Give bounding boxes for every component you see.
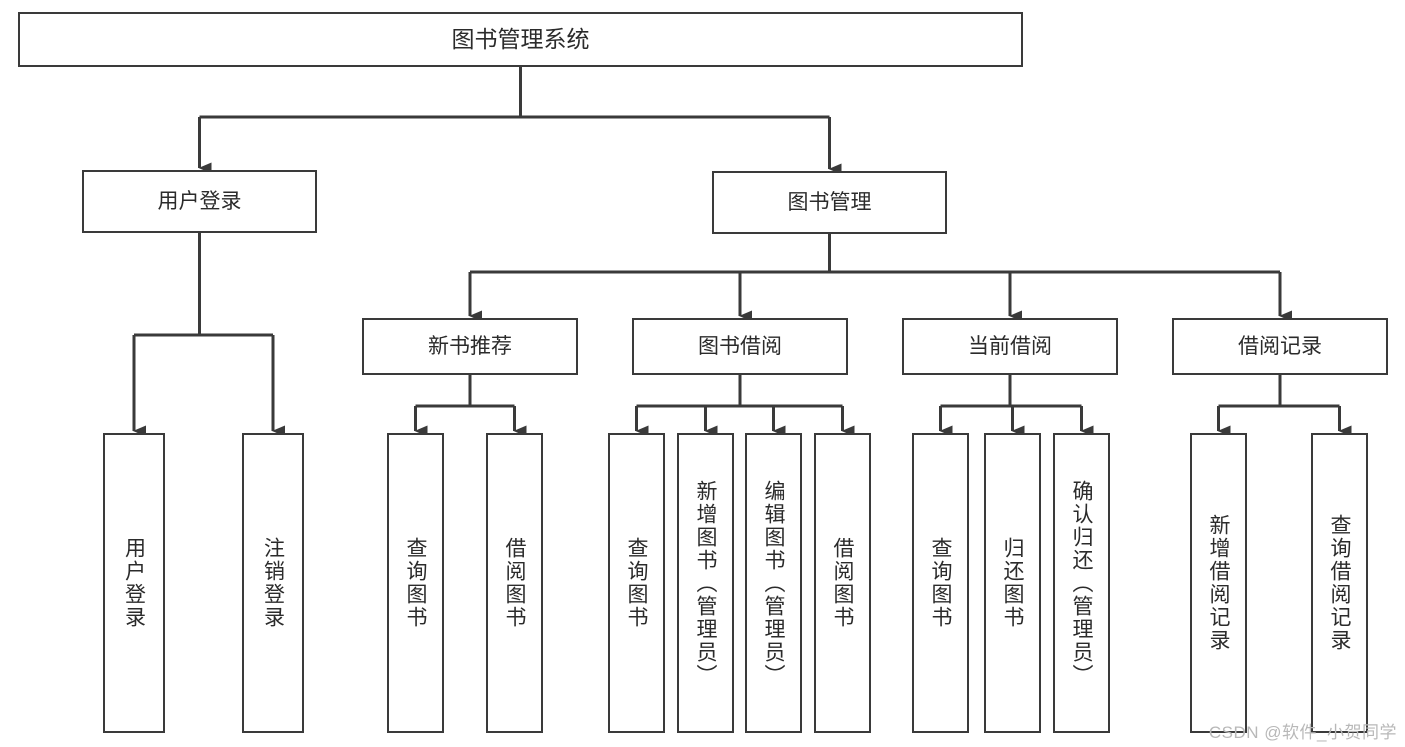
node-leaf-2[interactable]: 查询图书 — [387, 433, 444, 733]
node-label: 借阅图书 — [831, 537, 854, 629]
node-label: 当前借阅 — [968, 334, 1052, 358]
node-leaf-0[interactable]: 用户登录 — [103, 433, 165, 733]
node-level2-2[interactable]: 当前借阅 — [902, 318, 1118, 375]
node-leaf-6[interactable]: 编辑图书（管理员） — [745, 433, 802, 733]
node-level2-1[interactable]: 图书借阅 — [632, 318, 848, 375]
node-leaf-12[interactable]: 查询借阅记录 — [1311, 433, 1368, 733]
node-label: 注销登录 — [261, 537, 285, 629]
node-label: 用户登录 — [157, 189, 242, 213]
node-label: 图书借阅 — [698, 334, 782, 358]
node-label: 图书管理 — [787, 190, 872, 214]
node-level2-0[interactable]: 新书推荐 — [362, 318, 578, 375]
node-level1-1[interactable]: 图书管理 — [712, 171, 947, 234]
node-label: 确认归还（管理员） — [1070, 479, 1093, 687]
node-label: 查询图书 — [929, 537, 952, 629]
node-leaf-3[interactable]: 借阅图书 — [486, 433, 543, 733]
node-label: 编辑图书（管理员） — [762, 479, 785, 687]
node-label: 新增借阅记录 — [1207, 514, 1230, 652]
node-label: 查询图书 — [404, 537, 427, 629]
node-leaf-1[interactable]: 注销登录 — [242, 433, 304, 733]
node-label: 查询借阅记录 — [1328, 514, 1351, 652]
node-label: 新书推荐 — [428, 334, 512, 358]
node-label: 查询图书 — [625, 537, 648, 629]
node-label: 归还图书 — [1001, 537, 1024, 629]
node-leaf-7[interactable]: 借阅图书 — [814, 433, 871, 733]
node-level1-0[interactable]: 用户登录 — [82, 170, 317, 233]
node-leaf-9[interactable]: 归还图书 — [984, 433, 1041, 733]
node-label: 借阅图书 — [503, 537, 526, 629]
node-label: 新增图书（管理员） — [694, 479, 717, 687]
node-leaf-11[interactable]: 新增借阅记录 — [1190, 433, 1247, 733]
node-label: 图书管理系统 — [451, 25, 590, 52]
node-leaf-5[interactable]: 新增图书（管理员） — [677, 433, 734, 733]
node-label: 借阅记录 — [1238, 334, 1322, 358]
node-leaf-4[interactable]: 查询图书 — [608, 433, 665, 733]
node-level2-3[interactable]: 借阅记录 — [1172, 318, 1388, 375]
node-root[interactable]: 图书管理系统 — [18, 12, 1023, 67]
node-leaf-8[interactable]: 查询图书 — [912, 433, 969, 733]
node-label: 用户登录 — [122, 537, 146, 629]
node-leaf-10[interactable]: 确认归还（管理员） — [1053, 433, 1110, 733]
